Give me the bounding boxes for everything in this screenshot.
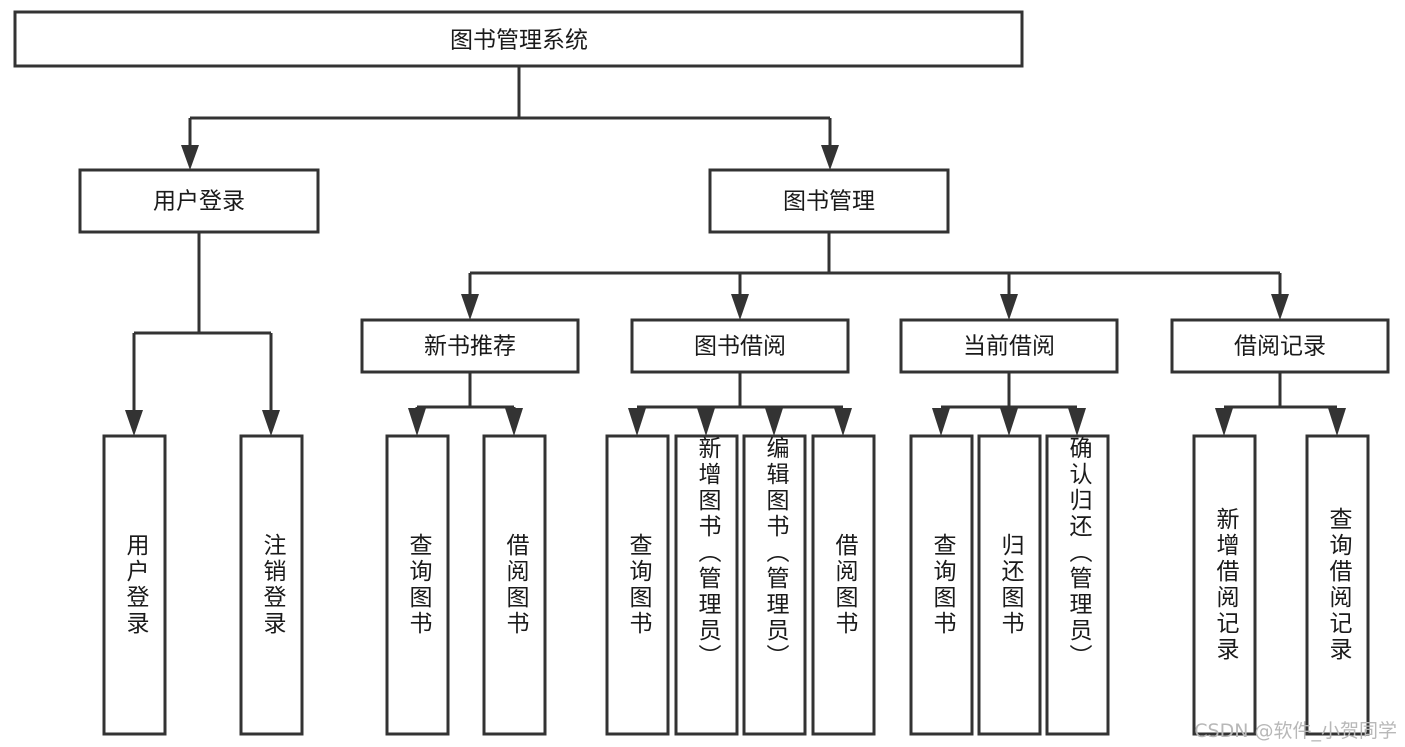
arrowhead-current-borrow <box>1000 294 1018 320</box>
leaf-box-add-record[interactable] <box>1192 434 1257 736</box>
leaf-box-query-book-2[interactable] <box>605 434 670 736</box>
node-root[interactable]: 图书管理系统 <box>13 10 1024 68</box>
csdn-watermark: CSDN @软件_小贺同学 <box>1194 720 1397 742</box>
node-borrow-record-label: 借阅记录 <box>1234 334 1326 360</box>
leaf-box-borrow-book-1[interactable] <box>482 434 547 736</box>
leaf-box-borrow-book-2[interactable] <box>811 434 876 736</box>
arrowhead-leaf-user-logout <box>262 410 280 436</box>
node-current-borrow-box[interactable] <box>899 318 1119 374</box>
connector-group-current-borrow-to-leaves <box>932 372 1086 436</box>
arrowhead-leaf-borrow-book-1 <box>505 408 523 436</box>
arrowhead-new-book-recommend <box>461 294 479 320</box>
arrowhead-leaf-confirm-return <box>1068 408 1086 436</box>
arrowhead-book-borrow <box>731 294 749 320</box>
node-book-management-label: 图书管理 <box>783 189 875 215</box>
arrowhead-leaf-return-book <box>1000 408 1018 436</box>
connector-group-borrow-record-to-leaves <box>1215 372 1346 436</box>
connector-group-book-borrow-to-leaves <box>628 372 852 436</box>
connector-group-user-login-to-leaves <box>125 232 280 436</box>
node-user-login-box[interactable] <box>78 168 320 234</box>
arrowhead-leaf-edit-book <box>765 408 783 436</box>
node-book-borrow[interactable]: 图书借阅 <box>630 318 850 374</box>
node-user-login[interactable]: 用户登录 <box>78 168 320 234</box>
node-book-borrow-label: 图书借阅 <box>694 334 786 360</box>
arrowhead-leaf-query-book-1 <box>408 408 426 436</box>
arrowhead-leaf-add-book <box>697 408 715 436</box>
connector-group-new-book-recommend-to-leaves <box>408 372 523 436</box>
node-borrow-record-box[interactable] <box>1170 318 1390 374</box>
connector-group-root-to-level2 <box>181 66 839 170</box>
node-new-book-recommend[interactable]: 新书推荐 <box>360 318 580 374</box>
arrowhead-leaf-query-book-2 <box>628 408 646 436</box>
leaf-box-query-record[interactable] <box>1305 434 1370 736</box>
arrowhead-leaf-query-book-3 <box>932 408 950 436</box>
node-book-management-box[interactable] <box>708 168 950 234</box>
node-current-borrow[interactable]: 当前借阅 <box>899 318 1119 374</box>
leaf-box-query-book-1[interactable] <box>385 434 450 736</box>
node-book-borrow-box[interactable] <box>630 318 850 374</box>
node-new-book-recommend-box[interactable] <box>360 318 580 374</box>
leaf-box-user-login[interactable] <box>102 434 167 736</box>
arrowhead-leaf-borrow-book-2 <box>834 408 852 436</box>
leaf-box-add-book[interactable] <box>674 434 739 736</box>
arrowhead-leaf-add-record <box>1215 408 1233 436</box>
node-root-box[interactable] <box>13 10 1024 68</box>
arrowhead-leaf-user-login <box>125 410 143 436</box>
node-borrow-record[interactable]: 借阅记录 <box>1170 318 1390 374</box>
leaf-box-return-book[interactable] <box>977 434 1042 736</box>
node-new-book-recommend-label: 新书推荐 <box>424 334 516 360</box>
arrowhead-book-management <box>821 145 839 170</box>
arrowhead-leaf-query-record <box>1328 408 1346 436</box>
leaf-box-confirm-return[interactable] <box>1045 434 1110 736</box>
leaf-box-query-book-3[interactable] <box>909 434 974 736</box>
node-root-label: 图书管理系统 <box>450 28 588 54</box>
leaf-box-user-logout[interactable] <box>239 434 304 736</box>
node-current-borrow-label: 当前借阅 <box>963 334 1055 360</box>
arrowhead-borrow-record <box>1271 294 1289 320</box>
connector-group-book-management-to-level3 <box>461 232 1289 320</box>
arrowhead-user-login <box>181 145 199 170</box>
node-book-management[interactable]: 图书管理 <box>708 168 950 234</box>
leaf-box-edit-book[interactable] <box>742 434 807 736</box>
node-user-login-label: 用户登录 <box>153 189 245 215</box>
